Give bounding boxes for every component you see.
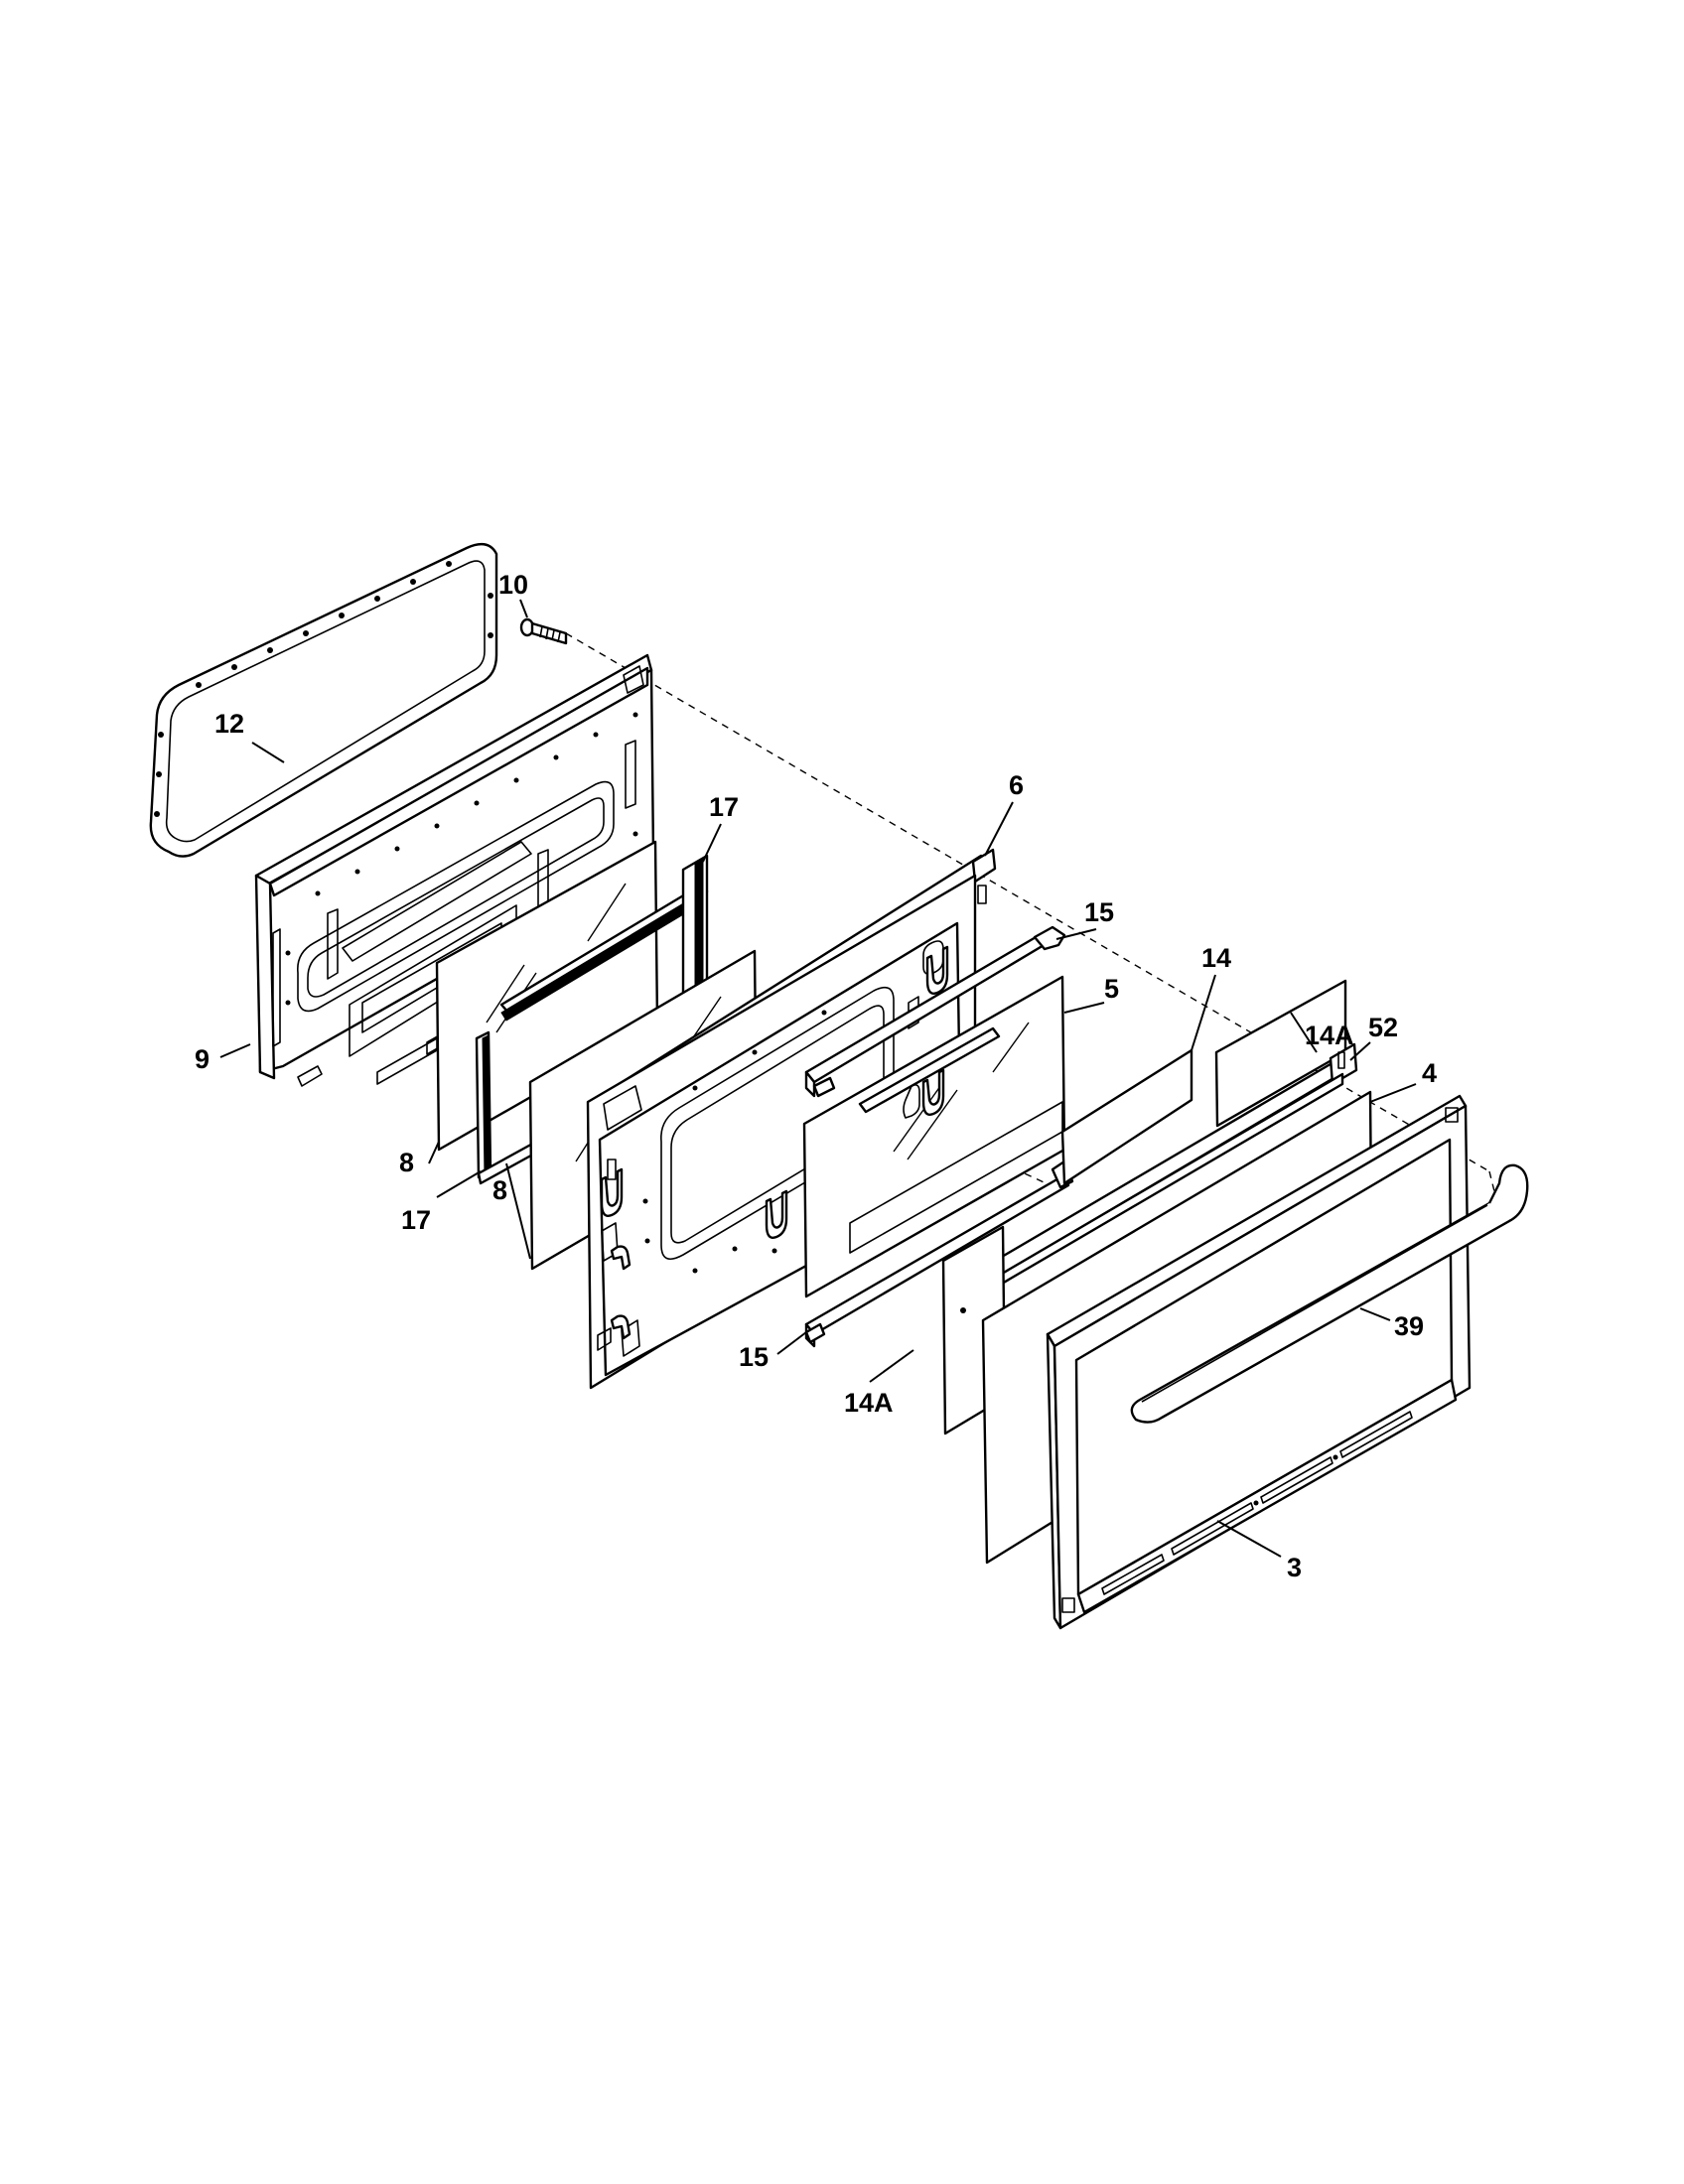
callout-8-rear: 8 bbox=[399, 1148, 414, 1177]
callouts: 10 12 9 17 8 17 8 6 15 5 14 14A 52 4 39 … bbox=[195, 570, 1437, 1582]
part-39-door-handle bbox=[1130, 1163, 1529, 1424]
callout-12: 12 bbox=[214, 709, 244, 739]
callout-3: 3 bbox=[1287, 1553, 1302, 1582]
callout-39: 39 bbox=[1394, 1311, 1424, 1341]
callout-5: 5 bbox=[1104, 974, 1119, 1004]
leader-lines bbox=[219, 599, 1417, 1558]
callout-15-upper: 15 bbox=[1084, 897, 1114, 927]
callout-14: 14 bbox=[1201, 943, 1231, 973]
part-12-door-gasket bbox=[149, 542, 498, 858]
frame-bottom-vent-slots bbox=[1101, 1411, 1413, 1595]
callout-14A-front: 14A bbox=[844, 1388, 894, 1418]
part-14-insulation bbox=[1060, 1048, 1193, 1185]
part-17-glass-channel-lower bbox=[475, 1030, 540, 1185]
part-15-retainer-lower bbox=[804, 1160, 1074, 1348]
callout-15-lower: 15 bbox=[739, 1342, 769, 1372]
callout-17-lower: 17 bbox=[401, 1205, 431, 1235]
callout-4: 4 bbox=[1422, 1058, 1437, 1088]
part-52-vent-trim bbox=[959, 1042, 1358, 1323]
callout-9: 9 bbox=[195, 1044, 210, 1074]
part-3-outer-frame bbox=[1046, 1094, 1472, 1630]
part-9-inner-door-liner bbox=[254, 653, 655, 1087]
callout-8-front: 8 bbox=[492, 1175, 507, 1205]
callout-10: 10 bbox=[498, 570, 528, 600]
callout-17-upper: 17 bbox=[709, 792, 739, 822]
part-17-glass-channel-upper bbox=[499, 854, 709, 1028]
part-10-screw bbox=[519, 617, 568, 645]
callout-6: 6 bbox=[1009, 770, 1024, 800]
gasket-clips bbox=[154, 561, 493, 817]
callout-14A-rear: 14A bbox=[1305, 1021, 1354, 1050]
callout-52: 52 bbox=[1368, 1013, 1398, 1042]
panel-hanger-clips bbox=[600, 945, 949, 1340]
part-15-retainer-upper bbox=[804, 925, 1066, 1098]
liner-screw-holes bbox=[285, 712, 638, 1006]
